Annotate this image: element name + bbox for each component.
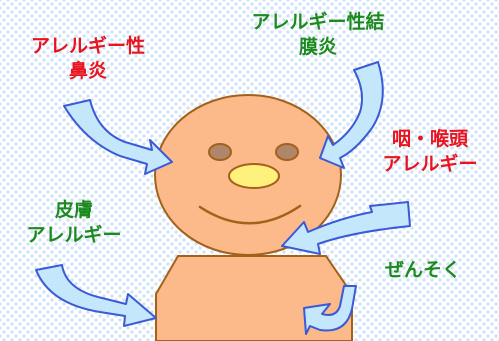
allergic-rhinitis-line2: 鼻炎 xyxy=(68,60,107,82)
arrow-to-throat xyxy=(281,201,411,255)
mouth xyxy=(198,204,302,225)
body-torso xyxy=(155,255,353,341)
skin-allergy-line2: アレルギー xyxy=(26,224,122,246)
arrow-to-skin xyxy=(35,264,157,327)
nose xyxy=(228,163,280,189)
allergic-rhinitis-line1: アレルギー性 xyxy=(30,35,145,57)
throat-allergy-label: 咽・喉頭 アレルギー xyxy=(364,127,496,177)
allergic-conjunctivitis-label: アレルギー性結 膜炎 xyxy=(228,10,408,60)
allergic-conjunctivitis-line1: アレルギー性結 xyxy=(251,11,385,33)
skin-allergy-line1: 皮膚 xyxy=(54,199,93,221)
allergic-rhinitis-label: アレルギー性 鼻炎 xyxy=(8,34,168,84)
asthma-line1: ぜんそく xyxy=(384,259,461,281)
throat-allergy-line1: 咽・喉頭 xyxy=(391,128,468,150)
left-eye xyxy=(208,143,232,161)
skin-allergy-label: 皮膚 アレルギー xyxy=(0,198,148,248)
allergic-conjunctivitis-line2: 膜炎 xyxy=(298,36,337,58)
asthma-label: ぜんそく xyxy=(368,258,478,283)
arrow-to-nose xyxy=(63,99,173,175)
right-eye xyxy=(275,143,299,161)
arrow-to-eye xyxy=(319,61,384,169)
throat-allergy-line2: アレルギー xyxy=(382,153,478,175)
arrow-to-chest xyxy=(303,285,357,335)
